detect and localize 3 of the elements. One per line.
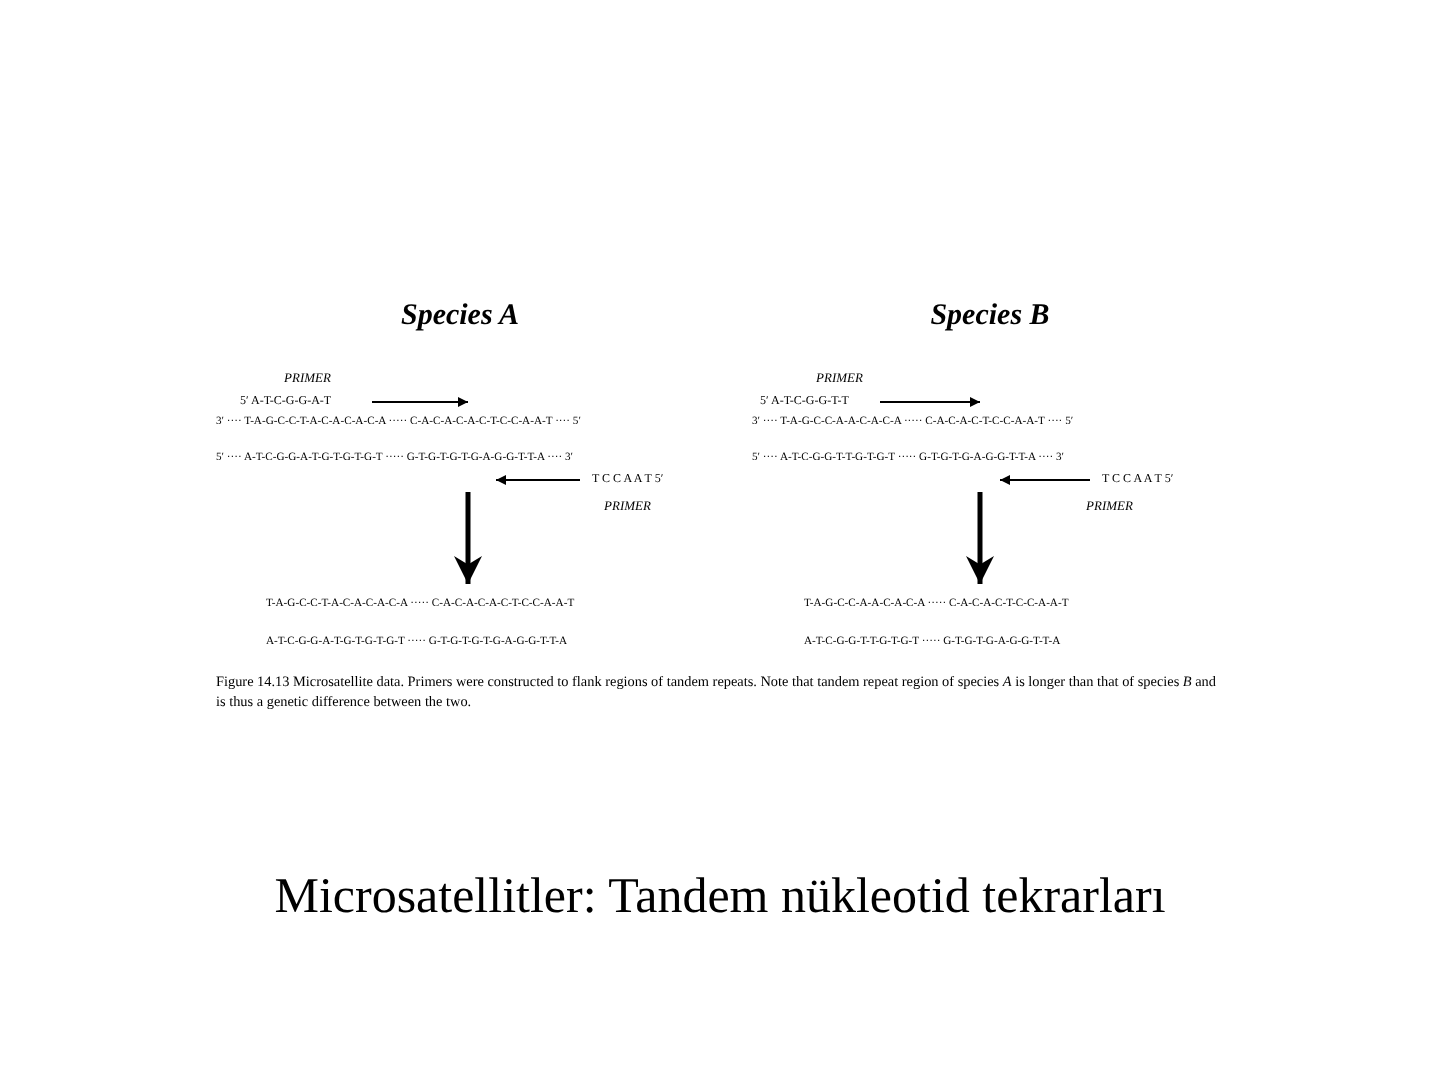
species-heading: Species A xyxy=(400,301,520,331)
species-heading: Species B xyxy=(930,301,1050,331)
slide-caption: Microsatellitler: Tandem nükleotid tekrarları xyxy=(274,872,1166,922)
